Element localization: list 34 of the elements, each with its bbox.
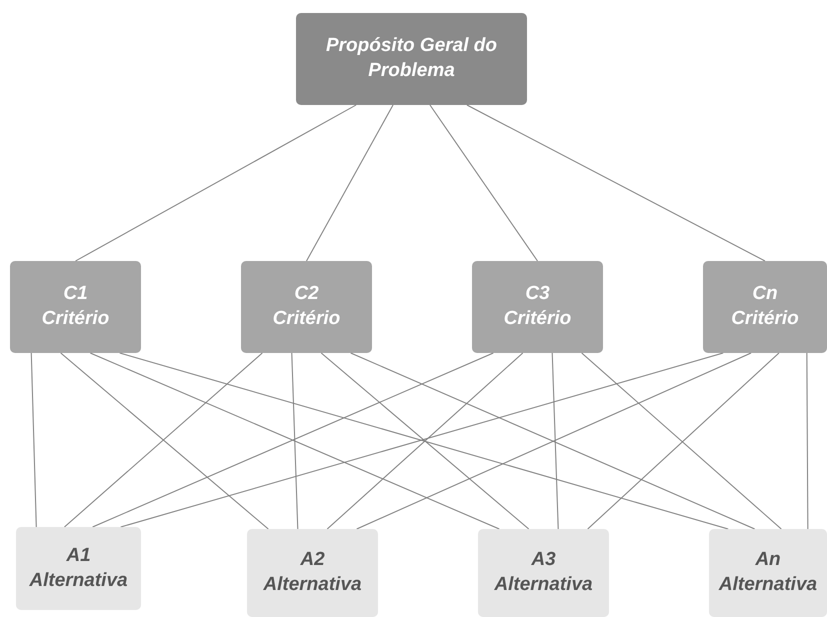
- goal-box: [296, 13, 527, 105]
- connector-line: [75, 104, 357, 262]
- connector-line: [429, 104, 538, 262]
- criterion-box: [472, 261, 603, 353]
- connector-line: [552, 352, 559, 530]
- connector-line: [30, 352, 37, 528]
- node-label: Critério: [731, 307, 799, 331]
- criterion-box: [241, 261, 372, 353]
- node-label: Cn: [752, 282, 778, 306]
- node-label: Alternativa: [29, 568, 128, 592]
- node-label: C3: [525, 282, 550, 306]
- node-label: Alternativa: [263, 573, 362, 597]
- node-label: An: [755, 548, 781, 572]
- node-label: Propósito Geral do Problema: [324, 34, 498, 83]
- alternative-box: [478, 529, 609, 617]
- node-label: C2: [294, 282, 319, 306]
- alternative-box: [247, 529, 378, 617]
- connector-line: [306, 104, 394, 262]
- node-label: A2: [300, 548, 325, 572]
- connector-line: [466, 104, 766, 262]
- node-label: Critério: [272, 307, 340, 331]
- criterion-box: [703, 261, 827, 353]
- node-label: Critério: [504, 307, 572, 331]
- node-label: A3: [531, 548, 556, 572]
- node-label: C1: [63, 282, 88, 306]
- node-label: Alternativa: [718, 573, 818, 597]
- connector-line: [806, 352, 808, 530]
- criterion-box: [10, 261, 141, 353]
- node-label: Alternativa: [494, 573, 593, 597]
- connector-line: [291, 352, 298, 530]
- alternative-box: [709, 529, 827, 617]
- alternative-box: [16, 527, 141, 610]
- node-label: Critério: [42, 307, 110, 331]
- node-label: A1: [66, 544, 91, 568]
